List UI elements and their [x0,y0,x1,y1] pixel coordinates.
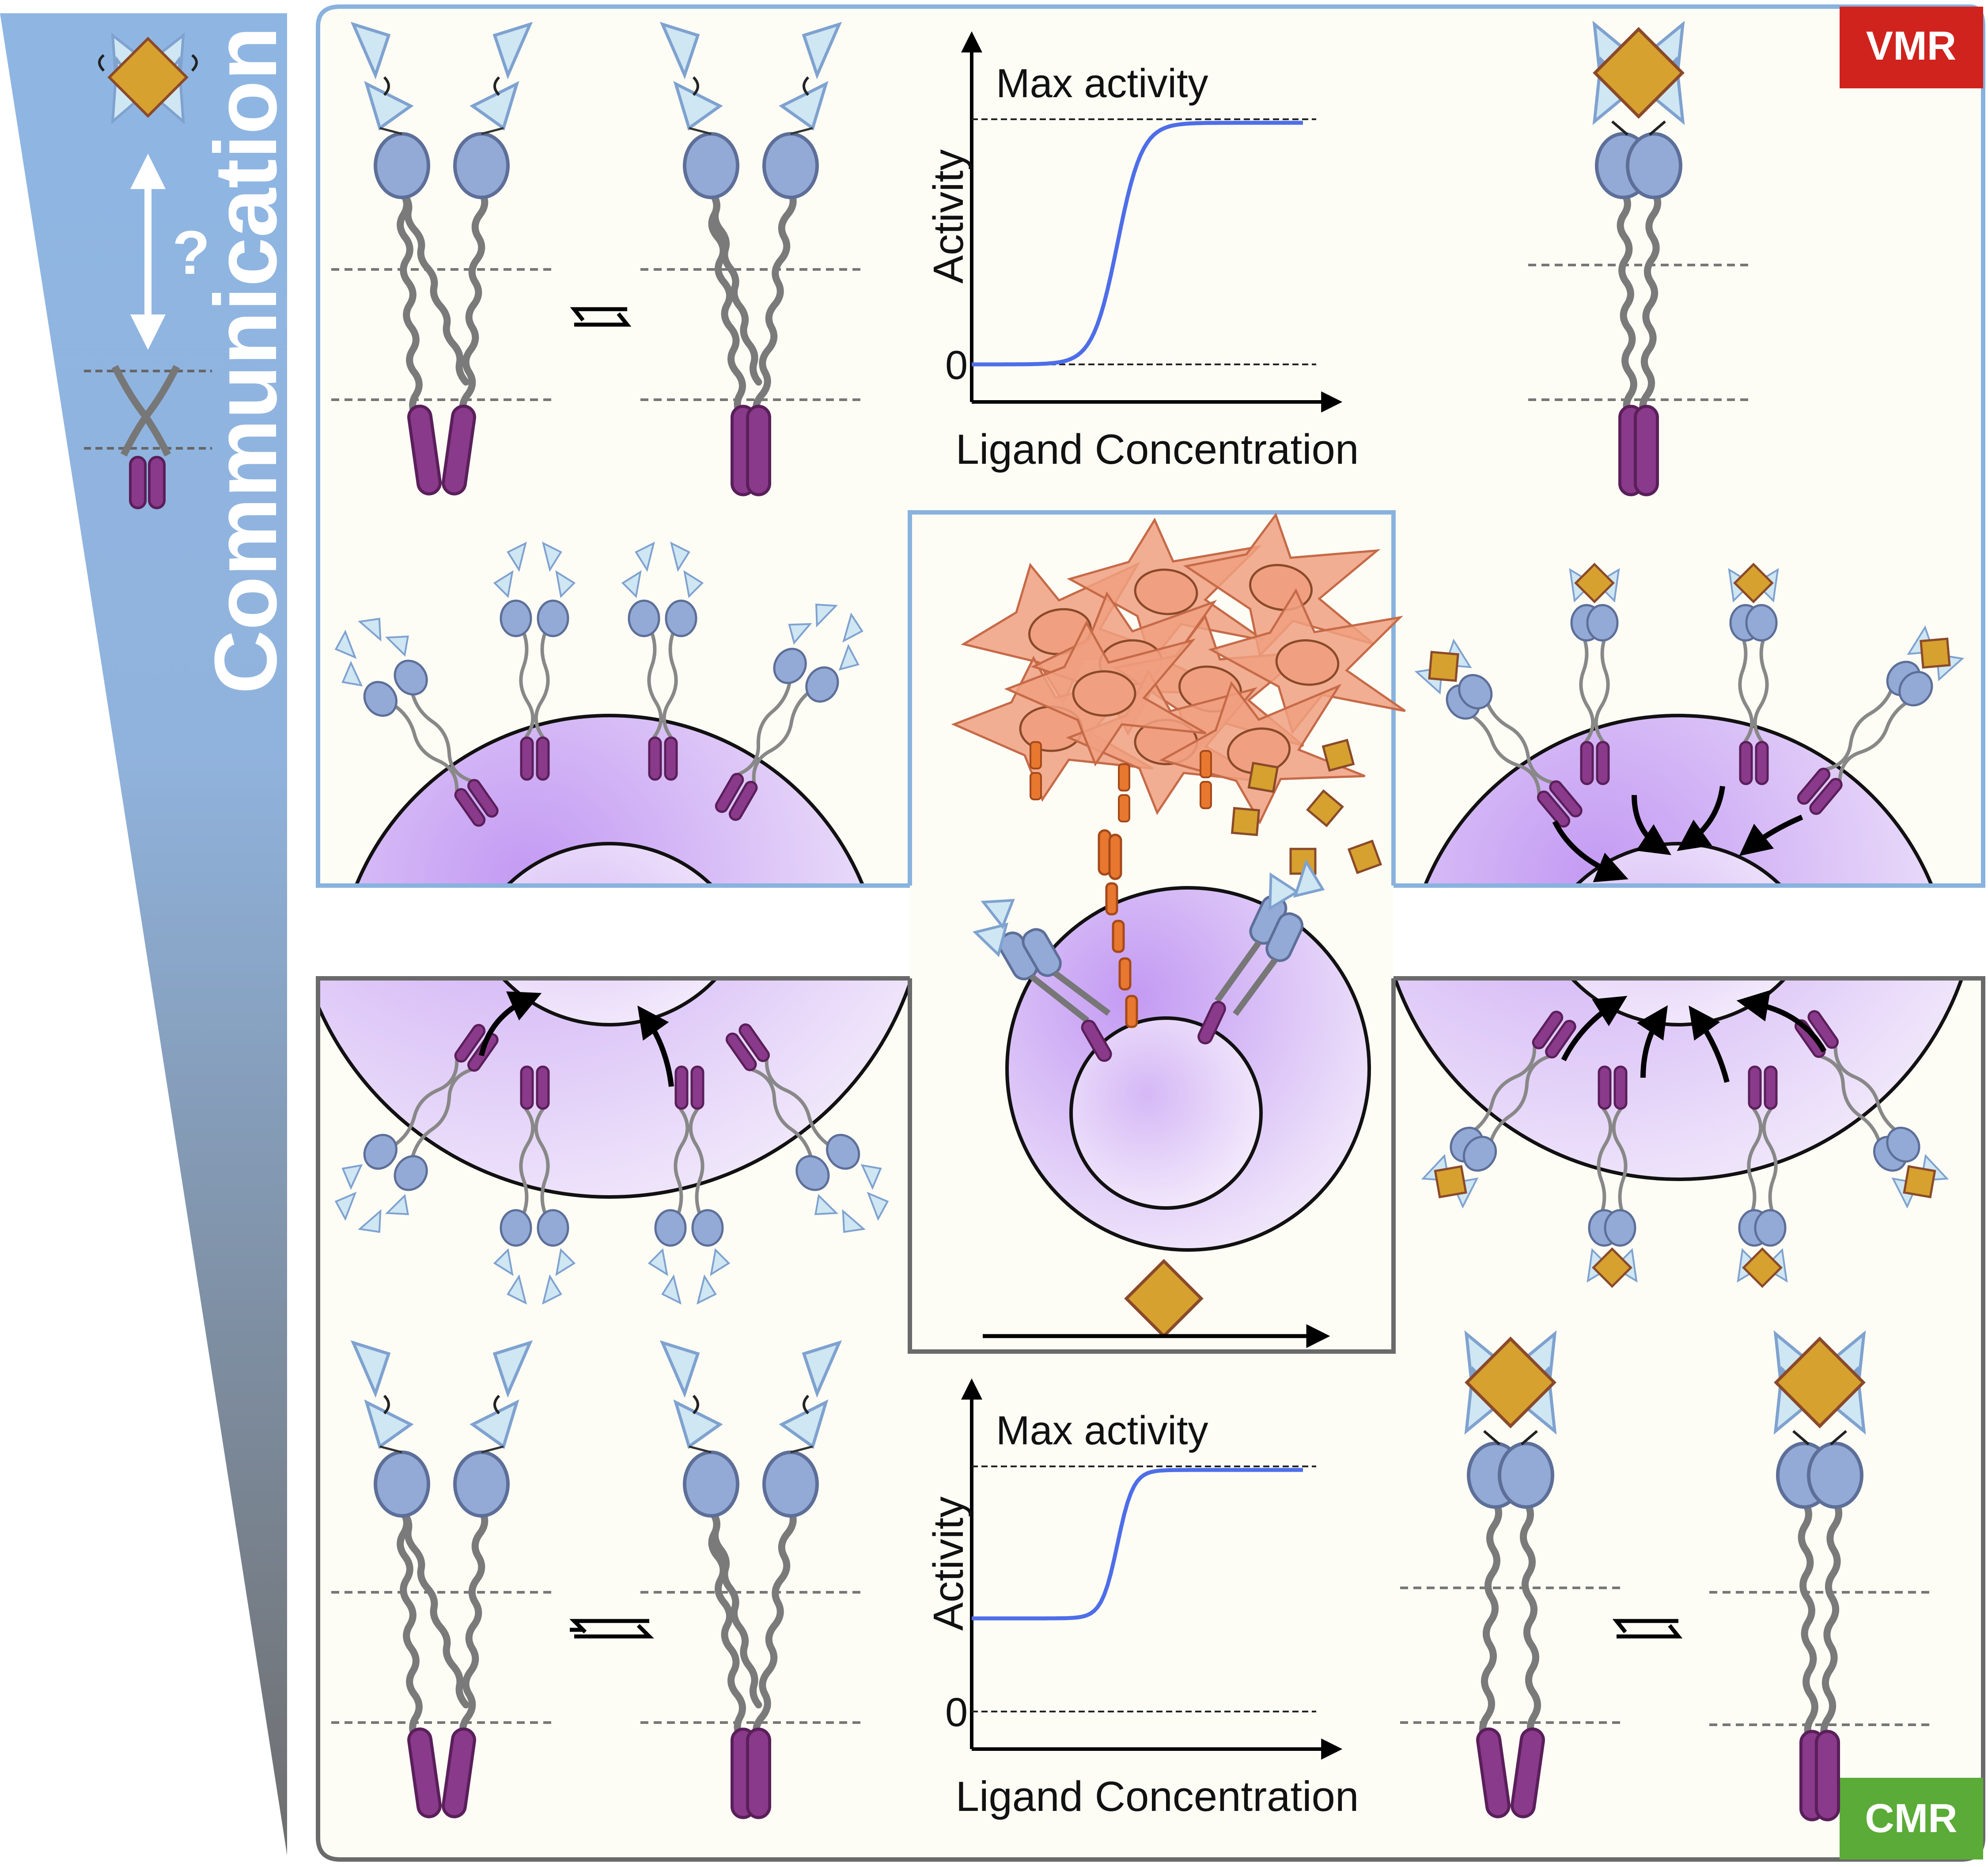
receptor-dimer [1528,20,1749,496]
fibroblast-cluster [951,512,1406,825]
free-ligand [1322,738,1355,772]
surface-receptor [715,603,863,821]
communication-sidebar: Communication ? [0,13,295,1855]
fibroblast-anchor [1030,741,1042,800]
fibroblast-anchor [1118,763,1130,822]
chart-bottom-zero-label: 0 [945,1690,968,1735]
cell-surface-receptors [334,542,1965,1305]
equilibrium-arrows-icon [570,307,632,327]
sidebar-tm-receptor-icon [84,365,212,509]
signal-arrows-bottom-left [479,991,674,1087]
free-ligand [1347,839,1382,875]
sidebar-ligand-complex-icon [98,32,198,125]
chart-bottom-curve [972,1468,1303,1621]
surface-receptor [1414,638,1583,828]
surface-receptor [334,617,499,827]
fibroblast-anchor [1200,750,1212,809]
cell-top-left [355,714,864,883]
dose-response-chart-top: Max activity 0 Activity Ligand Concentra… [925,31,1359,473]
free-ligand [1247,761,1279,793]
surface-receptor [1421,1011,1576,1209]
ligand-concentration-indicator [983,1259,1330,1348]
surface-receptor [648,1065,731,1305]
surface-receptor [1737,1065,1788,1288]
cell-top-right [1424,714,1933,883]
central-cell-receptors [973,829,1325,1062]
equilibrium-arrows-icon [1612,1619,1683,1639]
receptor-dimer [331,22,552,496]
central-cell [1005,886,1371,1252]
signal-arrows-top-right [1552,786,1803,882]
dose-response-chart-bottom: Max activity 0 Activity Ligand Concentra… [925,1378,1359,1820]
surface-receptor [493,1065,576,1305]
surface-receptor [1797,625,1965,815]
receptor-dimers [331,20,1930,1822]
ligand-cluster [1231,738,1382,875]
chart-top-curve [972,121,1303,367]
surface-receptor [621,542,704,781]
fibroblast [1004,620,1207,767]
surface-receptor [725,1023,889,1233]
chart-bottom-ylabel: Activity [925,1496,972,1631]
vmr-badge: VMR [1840,7,1983,88]
receptor-dimer [331,1340,552,1818]
chart-top-xlabel: Ligand Concentration [956,426,1359,473]
free-ligand [1231,807,1261,837]
fibroblast [1159,681,1366,825]
chart-top-ylabel: Activity [925,149,972,284]
receptor-dimer [640,1340,861,1819]
cmr-badge: CMR [1840,1778,1983,1859]
chart-bottom-xlabel: Ligand Concentration [956,1773,1359,1820]
chart-top-zero-label: 0 [945,343,968,388]
surface-receptor [1569,563,1620,785]
receptor-dimer [640,22,861,496]
surface-receptor [1587,1065,1638,1288]
signal-arrows-bottom-right [1561,990,1827,1083]
sidebar-label: Communication [197,27,295,694]
diamond-ligand-icon [1124,1259,1204,1338]
sidebar-question-mark: ? [172,218,210,287]
surface-receptor [493,542,576,781]
chart-bottom-max-label: Max activity [996,1408,1208,1453]
receptor-dimer [1709,1330,1930,1822]
cmr-badge-label: CMR [1865,1796,1958,1841]
vmr-badge-label: VMR [1866,23,1956,68]
chart-top-max-label: Max activity [996,61,1208,106]
equilibrium-arrows-icon [569,1619,654,1639]
receptor-dimer [1400,1330,1621,1818]
surface-receptor [1794,1010,1949,1209]
free-ligand [1306,789,1344,827]
surface-receptor [1728,563,1779,785]
